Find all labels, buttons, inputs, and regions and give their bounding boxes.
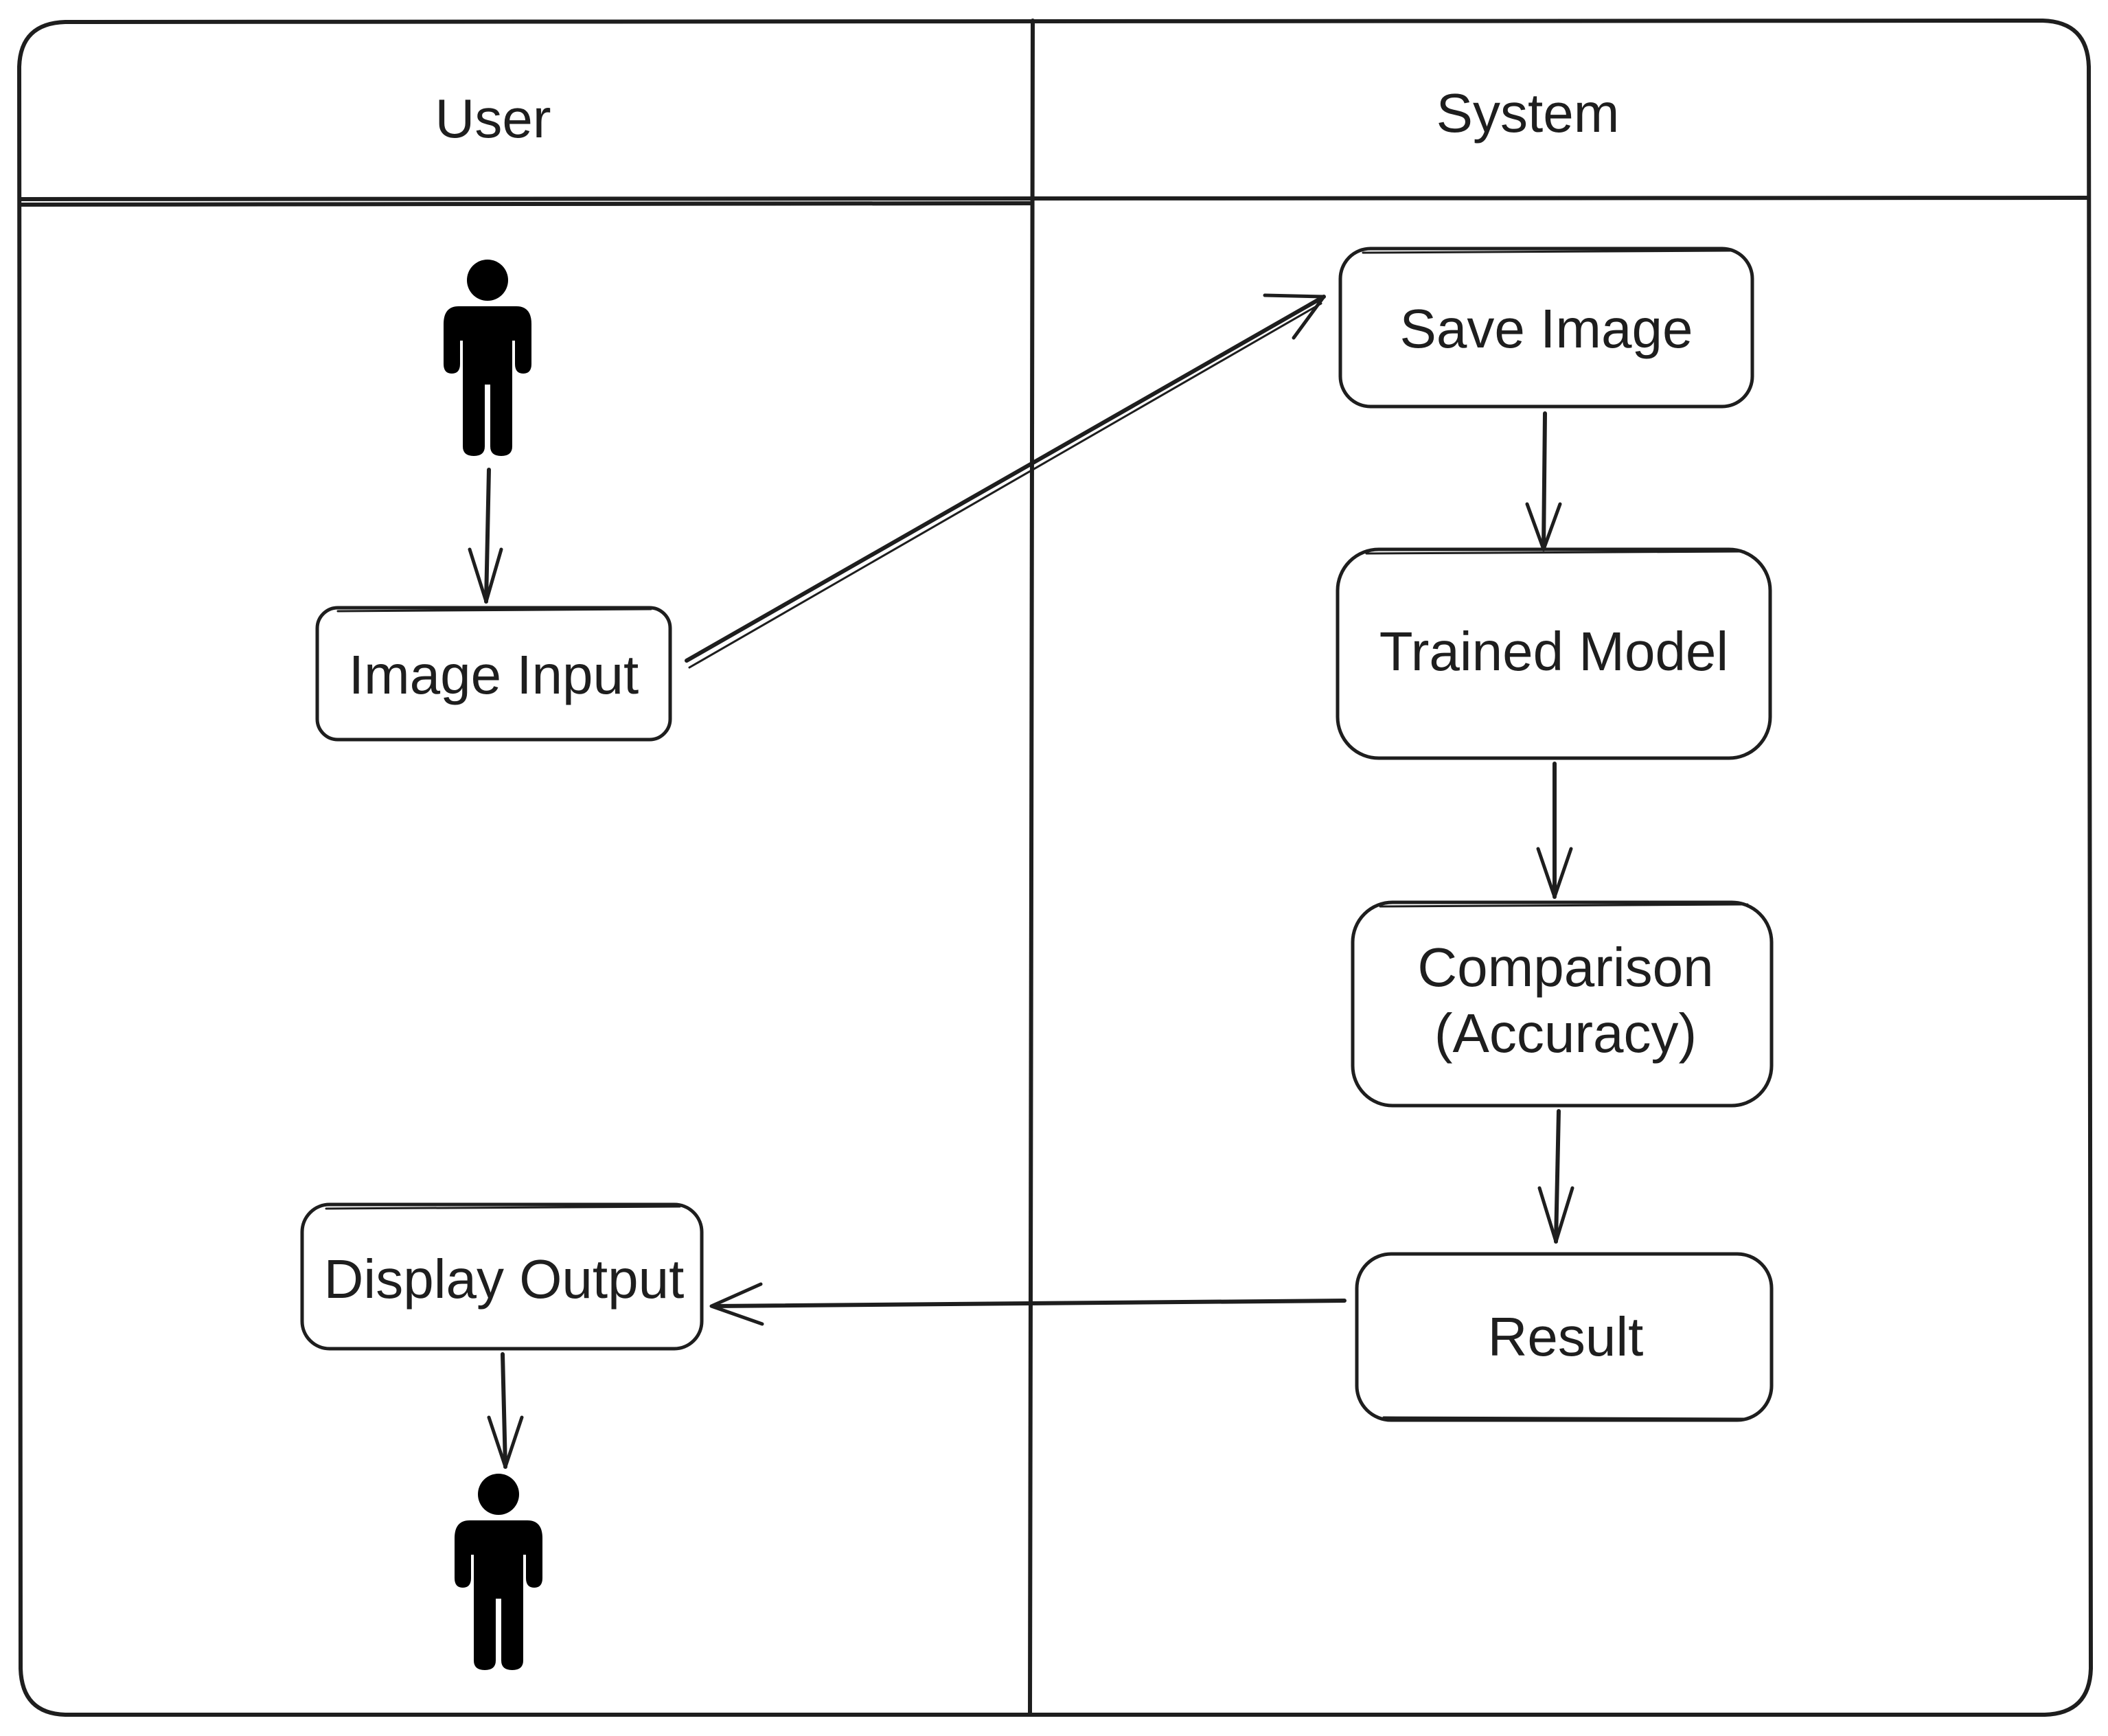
end-actor-icon (455, 1474, 542, 1670)
node-save-image-label: Save Image (1400, 298, 1693, 359)
header-divider-sketch (19, 201, 1032, 207)
edge-display-output-to-end (487, 1352, 524, 1469)
node-image-input-label: Image Input (349, 644, 639, 705)
node-display-output-label: Display Output (324, 1248, 685, 1310)
node-result: Result (1355, 1252, 1774, 1422)
node-result-label: Result (1488, 1306, 1644, 1367)
edge-result-to-display-output (709, 1282, 1347, 1326)
node-trained-model: Trained Model (1336, 547, 1772, 760)
edge-save-image-to-trained-model (1525, 411, 1562, 551)
node-image-input: Image Input (315, 606, 672, 742)
swimlane-frame (17, 19, 2093, 1717)
header-divider (19, 196, 2091, 201)
node-comparison-label-line1: Comparison (1417, 937, 1713, 998)
node-trained-model-label: Trained Model (1379, 621, 1728, 682)
lane-title-user: User (435, 88, 551, 149)
node-display-output: Display Output (300, 1202, 704, 1351)
edge-trained-model-to-comparison (1536, 762, 1573, 899)
node-comparison-label-line2: (Accuracy) (1434, 1003, 1697, 1064)
lane-divider (1028, 19, 1035, 1717)
edge-comparison-to-result (1537, 1109, 1574, 1244)
edge-start-to-image-input (468, 468, 503, 604)
edge-image-input-to-save-image (685, 293, 1326, 669)
start-actor-icon (444, 260, 531, 456)
node-comparison: Comparison (Accuracy) (1351, 900, 1774, 1108)
node-save-image: Save Image (1338, 247, 1754, 409)
lane-title-system: System (1436, 82, 1620, 144)
